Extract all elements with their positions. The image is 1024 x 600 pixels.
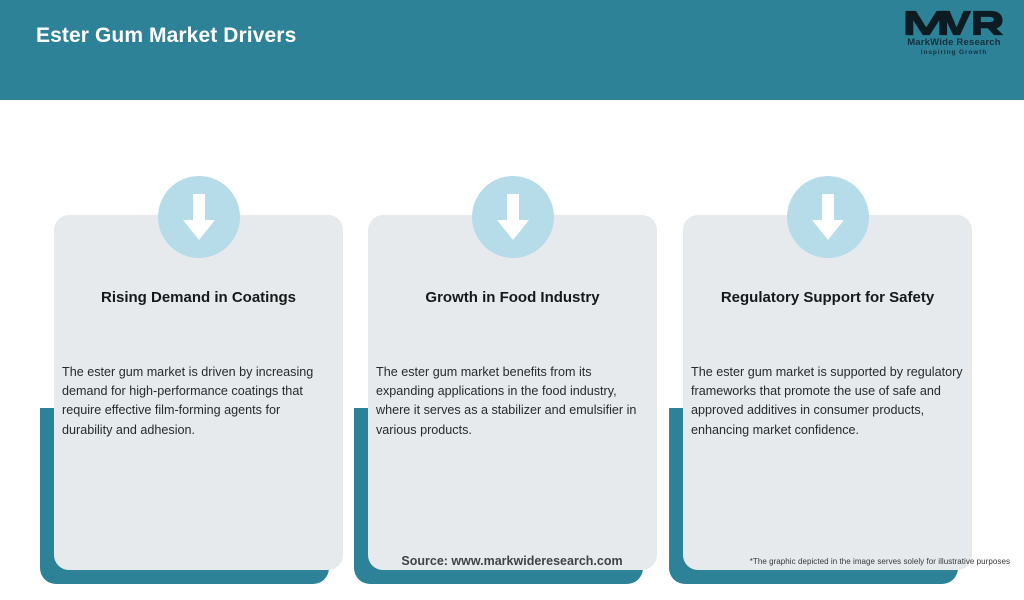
source-label: Source: www.markwideresearch.com (401, 554, 623, 568)
down-arrow-glyph (496, 194, 529, 240)
driver-card-1[interactable]: Rising Demand in Coatings The ester gum … (40, 138, 343, 600)
disclaimer-note: *The graphic depicted in the image serve… (749, 557, 1010, 566)
driver-card-3[interactable]: Regulatory Support for Safety The ester … (669, 138, 972, 600)
card-surface (368, 215, 657, 570)
card-title: Rising Demand in Coatings (100, 289, 296, 306)
cards-container: Rising Demand in Coatings The ester gum … (0, 100, 1024, 584)
logo-mark-icon (905, 10, 1004, 36)
down-arrow-icon (471, 176, 554, 258)
card-title: Growth in Food Industry (425, 289, 600, 306)
down-arrow-glyph (811, 194, 844, 240)
card-surface (54, 215, 343, 570)
down-arrow-icon (157, 176, 240, 258)
down-arrow-icon (786, 176, 869, 258)
header-band: Ester Gum Market Drivers MarkWide Resear… (0, 0, 1024, 100)
card-body-text: The ester gum market is driven by increa… (62, 365, 314, 437)
down-arrow-glyph (182, 194, 215, 240)
card-surface (683, 215, 972, 570)
card-body-text: The ester gum market is supported by reg… (691, 365, 963, 437)
logo: MarkWide Research Inspiring Growth (898, 8, 1010, 64)
page-title: Ester Gum Market Drivers (36, 24, 297, 47)
logo-tagline: Inspiring Growth (920, 49, 988, 56)
card-body-text: The ester gum market benefits from its e… (376, 365, 637, 437)
logo-company-name: MarkWide Research (907, 37, 1001, 48)
card-title: Regulatory Support for Safety (720, 289, 935, 306)
driver-card-2[interactable]: Growth in Food Industry The ester gum ma… (354, 138, 657, 600)
